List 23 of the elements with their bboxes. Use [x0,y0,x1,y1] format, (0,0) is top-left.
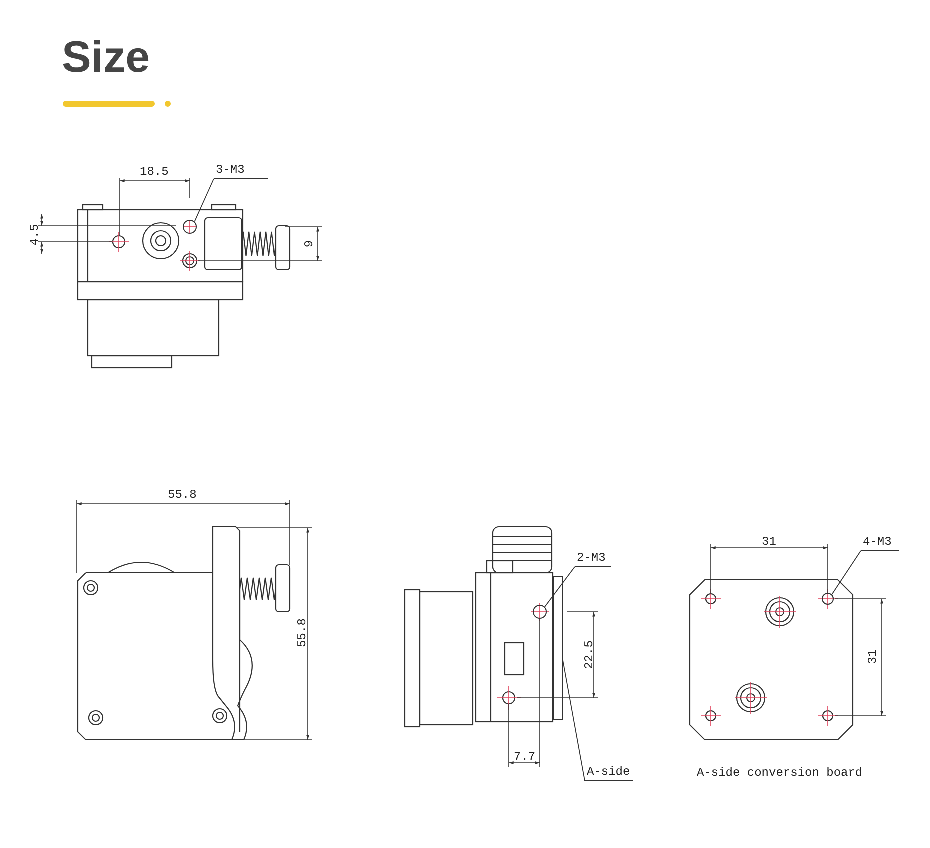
leader-line [194,178,214,222]
dimension-value: 7.7 [514,751,536,763]
dimension-value: 31 [867,650,880,664]
callout-label: 3-M3 [214,164,268,179]
mounting-hole [183,220,197,234]
dimension-value: 22.5 [583,640,596,670]
mounting-hole [822,593,834,605]
callout-label: 2-M3 [575,552,611,567]
mounting-hole [533,605,547,619]
dimension-value: 31 [762,536,776,548]
leader-line [562,660,586,782]
page-title: Size [62,36,150,80]
callout-label: A-side [585,766,633,781]
leader-line [544,566,576,608]
dimension-value: 4.5 [28,224,41,246]
dimension-value: 55.8 [296,618,308,648]
side-face [553,576,563,720]
dimension-value: 9 [304,240,316,248]
dimension-value: 55.8 [168,489,197,501]
view-caption: A-side conversion board [697,767,863,779]
callout-label: 4-M3 [861,536,899,551]
dimension-value: 18.5 [140,166,169,178]
leader-line [832,550,862,596]
